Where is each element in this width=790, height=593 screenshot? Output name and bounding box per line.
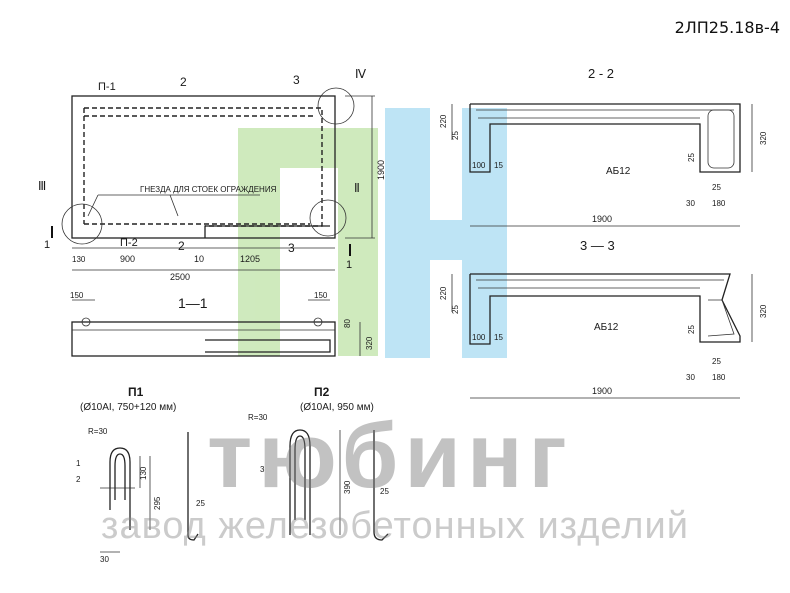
p2-mark-3: 3 — [260, 465, 265, 474]
p1-radius: R=30 — [88, 427, 108, 436]
plan-dim-10: 10 — [194, 254, 204, 264]
watermark-title: тюбинг — [207, 405, 573, 507]
s22-dim-180: 180 — [712, 199, 726, 208]
elev-dim-320: 320 — [365, 336, 374, 350]
p2-dim-25: 25 — [380, 487, 389, 496]
s22-dim-25b: 25 — [687, 153, 696, 162]
plan-tag-ii: Ⅱ — [354, 181, 360, 195]
section33-title: 3 — 3 — [580, 238, 615, 253]
p2-spec: (Ø10AI, 950 мм) — [300, 402, 374, 413]
p2-title: П2 — [314, 385, 330, 399]
plan-tag-3-bottom: 3 — [288, 241, 295, 255]
s33-dim-25c: 25 — [712, 357, 721, 366]
plan-tag-p1: П-1 — [98, 81, 116, 93]
s33-dim-100: 100 — [472, 333, 486, 342]
s33-dim-25b: 25 — [687, 325, 696, 334]
p1-title: П1 — [128, 385, 144, 399]
s22-dim-1900: 1900 — [592, 214, 612, 224]
s33-bar-label: АБ12 — [594, 322, 619, 333]
plan-dim-1900: 1900 — [376, 160, 386, 180]
plan-dim-130: 130 — [72, 255, 86, 264]
s33-dim-320: 320 — [759, 304, 768, 318]
elevation-view — [71, 299, 361, 357]
s22-dim-30: 30 — [686, 199, 695, 208]
elevation-title: 1—1 — [178, 295, 208, 311]
p2-detail — [289, 429, 389, 541]
p1-spec: (Ø10AI, 750+120 мм) — [80, 402, 176, 413]
plan-tag-2-top: 2 — [180, 75, 187, 89]
plan-tag-1-right: 1 — [346, 259, 352, 271]
watermark-logo — [238, 108, 507, 358]
p2-dim-390: 390 — [343, 480, 352, 494]
elev-dim-150-right: 150 — [314, 291, 328, 300]
s33-dim-220: 220 — [439, 286, 448, 300]
plan-tag-iv: Ⅳ — [355, 67, 366, 81]
s33-dim-15: 15 — [494, 333, 503, 342]
watermark-subtitle: завод железобетонных изделий — [101, 505, 689, 547]
product-code: 2ЛП25.18в-4 — [674, 18, 780, 37]
plan-view — [51, 87, 375, 271]
p1-dim-130: 130 — [139, 466, 148, 480]
plan-dim-2500: 2500 — [170, 272, 190, 282]
p2-radius: R=30 — [248, 413, 268, 422]
plan-tag-p2: П-2 — [120, 237, 138, 249]
plan-tag-3-top: 3 — [293, 73, 300, 87]
plan-tag-2-bottom: 2 — [178, 239, 185, 253]
section-2-2 — [451, 103, 753, 227]
s22-dim-25a: 25 — [451, 131, 460, 140]
p1-dim-295: 295 — [153, 496, 162, 510]
plan-dim-1205: 1205 — [240, 254, 260, 264]
sockets-label: ГНЕЗДА ДЛЯ СТОЕК ОГРАЖДЕНИЯ — [140, 185, 277, 194]
s22-dim-320: 320 — [759, 131, 768, 145]
p1-dim-25: 25 — [196, 499, 205, 508]
s33-dim-180: 180 — [712, 373, 726, 382]
p1-detail — [100, 432, 199, 553]
p1-dim-30: 30 — [100, 555, 109, 564]
p1-mark-2: 2 — [76, 475, 81, 484]
plan-dim-900: 900 — [120, 254, 135, 264]
section22-title: 2 - 2 — [588, 66, 614, 81]
s22-dim-25c: 25 — [712, 183, 721, 192]
plan-tag-iii: Ⅲ — [38, 179, 46, 193]
elev-dim-80: 80 — [343, 319, 352, 328]
s33-dim-1900: 1900 — [592, 386, 612, 396]
elev-dim-150-left: 150 — [70, 291, 84, 300]
s22-bar-label: АБ12 — [606, 166, 631, 177]
s22-dim-100: 100 — [472, 161, 486, 170]
s22-dim-15: 15 — [494, 161, 503, 170]
plan-tag-1-left: 1 — [44, 239, 50, 251]
s33-dim-30: 30 — [686, 373, 695, 382]
p1-mark-1: 1 — [76, 459, 81, 468]
section-3-3 — [451, 273, 753, 399]
s33-dim-25a: 25 — [451, 305, 460, 314]
s22-dim-220: 220 — [439, 114, 448, 128]
